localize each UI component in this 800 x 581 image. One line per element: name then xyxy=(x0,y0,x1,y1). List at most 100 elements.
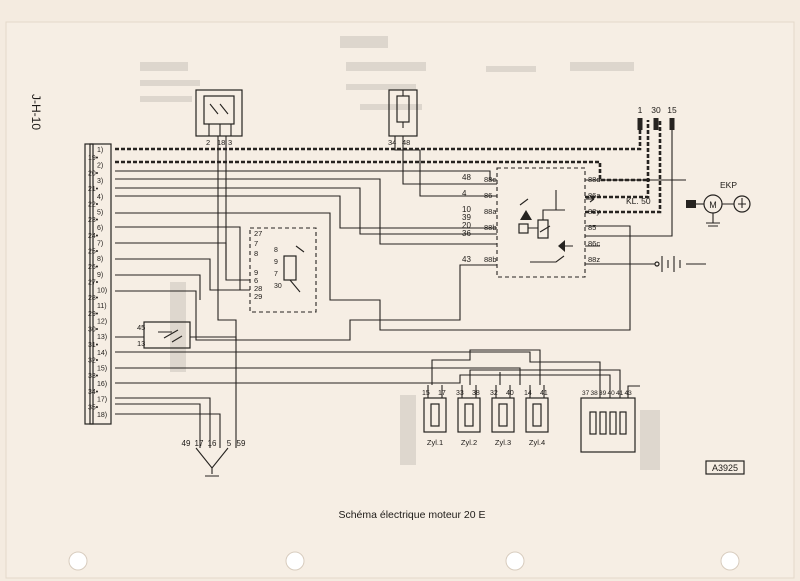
aux-device xyxy=(249,227,317,313)
battery xyxy=(585,256,706,272)
injector-leads xyxy=(461,385,477,398)
aux-bottom-29: 29 xyxy=(254,292,262,301)
ref-code-box xyxy=(705,460,745,475)
left-pin-20: 20• xyxy=(88,170,99,177)
ekp-label: EKP xyxy=(720,180,737,190)
aux-top-8: 8 xyxy=(254,249,258,258)
relay-left-4: 4 xyxy=(462,189,467,198)
relay-left-20: 20 xyxy=(462,221,471,230)
left-pin-29: 29• xyxy=(88,311,99,318)
supply-terminal-15: 15 xyxy=(667,105,677,115)
injector-box xyxy=(525,397,549,433)
relay-left-10: 10 xyxy=(462,205,471,214)
dashed-supply-3 xyxy=(585,120,662,214)
left-pin-24: 24• xyxy=(88,233,99,240)
ground-pin-16: 16 xyxy=(208,439,217,448)
aux-top-7: 7 xyxy=(254,239,258,248)
left-pin-10: 10) xyxy=(97,287,107,294)
resistor-element-1 xyxy=(589,411,597,435)
relay-box xyxy=(496,167,586,278)
left-pin-23: 23• xyxy=(88,217,99,224)
top-a-pin-2: 2 xyxy=(206,138,210,147)
ground-pin-59: 59 xyxy=(237,439,246,448)
relay-output-wires xyxy=(585,120,686,247)
aux-mid-30: 30 xyxy=(274,283,282,290)
supply-terminal-pin-30 xyxy=(653,118,659,130)
relay-out-86c: 86c xyxy=(588,239,600,248)
injector-label: Zyl.1 xyxy=(427,438,443,447)
left-pin-11: 11) xyxy=(97,303,107,310)
top-a-pin-18: 18 xyxy=(217,138,225,147)
injector-pin-33: 33 xyxy=(456,390,464,397)
aux-bottom-9: 9 xyxy=(254,268,258,277)
aux-mid-8: 8 xyxy=(274,247,278,254)
left-pin-9: 9) xyxy=(97,272,103,279)
left-pin-26: 26• xyxy=(88,264,99,271)
left-pin-31: 31• xyxy=(88,342,99,349)
left-pin-19: 19• xyxy=(88,155,99,162)
left-pin-21: 21• xyxy=(88,186,99,193)
resistor-pack-pin-37: 37 xyxy=(582,390,590,397)
left-pin-30: 30• xyxy=(88,326,99,333)
injector-box xyxy=(457,397,481,433)
top-connector-a-symbol xyxy=(209,103,229,115)
injector-label: Zyl.3 xyxy=(495,438,511,447)
injector-box xyxy=(423,397,447,433)
resistor-element-2 xyxy=(599,411,607,435)
left-pin-2: 2) xyxy=(97,163,103,170)
left-pin-15: 15) xyxy=(97,365,107,372)
left-pin-28: 28• xyxy=(88,295,99,302)
aux-bottom-6: 6 xyxy=(254,276,258,285)
pump-plug xyxy=(686,200,696,208)
punch-hole-3 xyxy=(505,551,525,571)
injector-pin-14: 14 xyxy=(524,390,532,397)
left-pin-33: 33• xyxy=(88,373,99,380)
left-connector-flange xyxy=(84,143,94,425)
top-b-pin-34: 34 xyxy=(388,138,396,147)
resistor-pack xyxy=(580,397,636,453)
ground-pin-17: 17 xyxy=(195,439,204,448)
diagram-caption: Schéma électrique moteur 20 E xyxy=(338,509,485,521)
top-connector-a xyxy=(195,89,243,137)
top-a-pin-3: 3 xyxy=(228,138,232,147)
relay-in-88b-4: 88b xyxy=(484,255,497,264)
resistor-pack-pin-39: 39 xyxy=(599,390,607,397)
injector-label: Zyl.4 xyxy=(529,438,545,447)
ground-pins: 49 17 16 5 59 xyxy=(182,439,246,448)
punch-hole-4 xyxy=(720,551,740,571)
injector-leads xyxy=(529,385,545,398)
left-pin-14: 14) xyxy=(97,350,107,357)
small-unit-pin-13: 13 xyxy=(137,339,145,348)
left-pin-12: 12) xyxy=(97,319,107,326)
ground-pin-5: 5 xyxy=(227,439,232,448)
top-b-pin-48: 48 xyxy=(402,138,410,147)
left-pin-27: 27• xyxy=(88,280,99,287)
left-pin-13: 13) xyxy=(97,334,107,341)
left-pin-7: 7) xyxy=(97,241,103,248)
small-unit xyxy=(143,321,191,349)
relay-out-86a: 86a xyxy=(588,191,601,200)
ground-pin-49: 49 xyxy=(182,439,191,448)
injector-pin-15: 15 xyxy=(422,390,430,397)
left-pin-32: 32• xyxy=(88,358,99,365)
top-connector-a-inner xyxy=(203,95,235,125)
left-pin-22: 22• xyxy=(88,202,99,209)
paper-sheet xyxy=(5,21,795,579)
resistor-pack-pin-38: 38 xyxy=(591,390,599,397)
left-pin-25: 25• xyxy=(88,248,99,255)
injector-box xyxy=(491,397,515,433)
injector-leads xyxy=(495,385,511,398)
relay-left-48: 48 xyxy=(462,173,471,182)
pump-ground xyxy=(706,203,734,227)
resistor-element-3 xyxy=(609,411,617,435)
injector-label: Zyl.2 xyxy=(461,438,477,447)
harness-wires xyxy=(115,136,640,477)
left-pin-17: 17) xyxy=(97,397,107,404)
resistor-element-4 xyxy=(619,411,627,435)
relay-internals xyxy=(518,190,573,263)
ref-code: A3925 xyxy=(712,463,738,473)
